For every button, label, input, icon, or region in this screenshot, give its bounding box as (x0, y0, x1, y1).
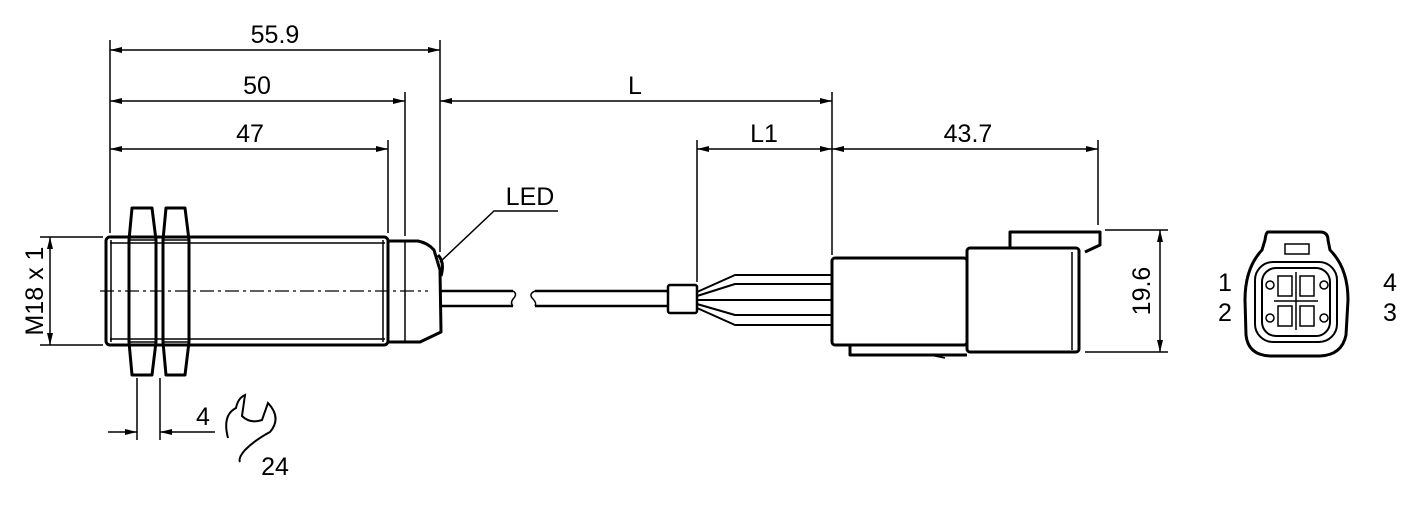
dim-wrench-size: 24 (261, 453, 289, 481)
pin-4-label: 4 (1383, 269, 1397, 297)
dim-connector-length: 43.7 (944, 120, 993, 148)
dim-sleeve-length: L1 (750, 120, 778, 148)
pin-1-label: 1 (1218, 269, 1232, 297)
sensor-body (100, 206, 558, 377)
extension-lines (40, 40, 1168, 440)
cable (441, 274, 832, 326)
connector-front-view: 1 2 4 3 (1218, 230, 1397, 358)
dim-overall-length: 55.9 (251, 21, 300, 49)
pin-2-label: 2 (1218, 299, 1232, 327)
dim-thread: M18 x 1 (21, 247, 49, 336)
dim-thread-length: 47 (236, 120, 264, 148)
dim-connector-height: 19.6 (1128, 267, 1156, 316)
led-leader-line (439, 210, 558, 263)
cable-sleeve (666, 283, 699, 315)
dim-cable-length: L (628, 72, 642, 100)
pin-contacts (1265, 272, 1329, 330)
nut-1 (127, 206, 158, 377)
wires (696, 274, 832, 326)
connector-side-view (830, 230, 1102, 359)
nut-2 (161, 206, 191, 377)
led-label: LED (506, 183, 555, 211)
dim-body-length: 50 (243, 72, 271, 100)
wrench-icon (225, 393, 277, 463)
pin-3-label: 3 (1383, 299, 1397, 327)
dimension-lines (47, 47, 1163, 435)
dim-nut-thickness: 4 (196, 403, 210, 431)
dimension-labels: 55.9 50 47 L L1 43.7 19.6 M18 x 1 4 24 L… (21, 21, 1156, 481)
